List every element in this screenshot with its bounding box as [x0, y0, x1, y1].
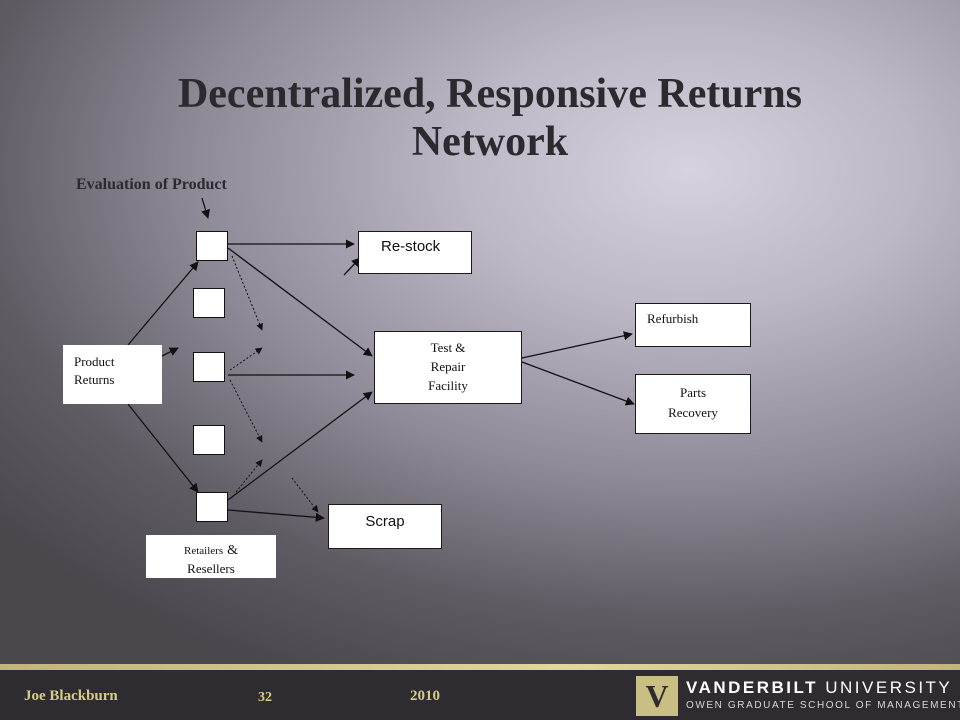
vanderbilt-logo-icon: [636, 676, 678, 716]
test-repair-facility-box: Test & Repair Facility: [374, 331, 522, 404]
slide-title: Decentralized, Responsive Returns Networ…: [60, 70, 920, 166]
dotted-mid-up: [229, 347, 263, 371]
university-name-rest: UNIVERSITY: [818, 678, 953, 697]
retailers-line-2: Resellers: [187, 561, 235, 576]
product-returns-box: Product Returns: [63, 345, 162, 404]
parts-recovery-line-2: Recovery: [668, 405, 718, 420]
retailers-line-1: Retailers: [184, 545, 224, 557]
arrow-eval-pointer: [201, 197, 211, 219]
footer-bar: [0, 670, 960, 720]
dotted-mid-down: [229, 379, 263, 443]
arrow-test-to-refurbish: [521, 331, 633, 359]
test-repair-line-1: Test &: [430, 340, 466, 355]
evaluation-box-3: [193, 352, 225, 382]
arrow-top-to-test: [227, 247, 373, 357]
arrow-bottom-to-scrap: [227, 509, 325, 522]
dotted-to-scrap: [291, 477, 319, 513]
test-repair-line-2: Repair: [430, 359, 466, 374]
arrow-returns-to-top: [127, 261, 199, 346]
refurbish-box: Refurbish: [635, 303, 751, 347]
evaluation-box-4: [193, 425, 225, 455]
dotted-bottom-up: [235, 459, 263, 493]
arrow-returns-to-bottom: [127, 403, 199, 493]
presenter-name: Joe Blackburn: [24, 688, 118, 704]
parts-recovery-box: Parts Recovery: [635, 374, 751, 434]
evaluation-box-2: [193, 288, 225, 318]
parts-recovery-line-1: Parts: [680, 385, 706, 400]
restock-label: Re-stock: [381, 238, 441, 255]
test-repair-line-3: Facility: [428, 378, 468, 393]
title-line-2: Network: [411, 119, 569, 165]
arrow-bottom-to-test: [227, 391, 373, 501]
footer-year: 2010: [410, 688, 440, 704]
retailers-resellers-box: Retailers & Resellers: [146, 535, 276, 578]
refurbish-label: Refurbish: [647, 311, 699, 326]
evaluation-box-5: [196, 492, 228, 522]
university-name: VANDERBILT UNIVERSITY: [686, 678, 952, 698]
product-returns-line-2: Returns: [74, 372, 115, 387]
arrow-test-to-parts: [521, 361, 635, 406]
retailers-ampersand: &: [227, 543, 238, 558]
product-returns-line-1: Product: [74, 354, 115, 369]
dotted-top-down: [231, 255, 263, 331]
scrap-label: Scrap: [365, 513, 405, 530]
scrap-box: Scrap: [328, 504, 442, 549]
school-name: OWEN GRADUATE SCHOOL OF MANAGEMENT: [686, 700, 960, 711]
restock-box: Re-stock: [358, 231, 472, 274]
evaluation-box-1: [196, 231, 228, 261]
arrow-to-restock-corner: [343, 257, 361, 276]
evaluation-label: Evaluation of Product: [76, 176, 227, 193]
title-line-1: Decentralized, Responsive Returns: [177, 71, 803, 117]
footer-divider: [0, 664, 960, 670]
page-number: 32: [258, 690, 272, 705]
university-name-bold: VANDERBILT: [686, 678, 819, 697]
vanderbilt-logo-letter: V: [645, 678, 669, 714]
